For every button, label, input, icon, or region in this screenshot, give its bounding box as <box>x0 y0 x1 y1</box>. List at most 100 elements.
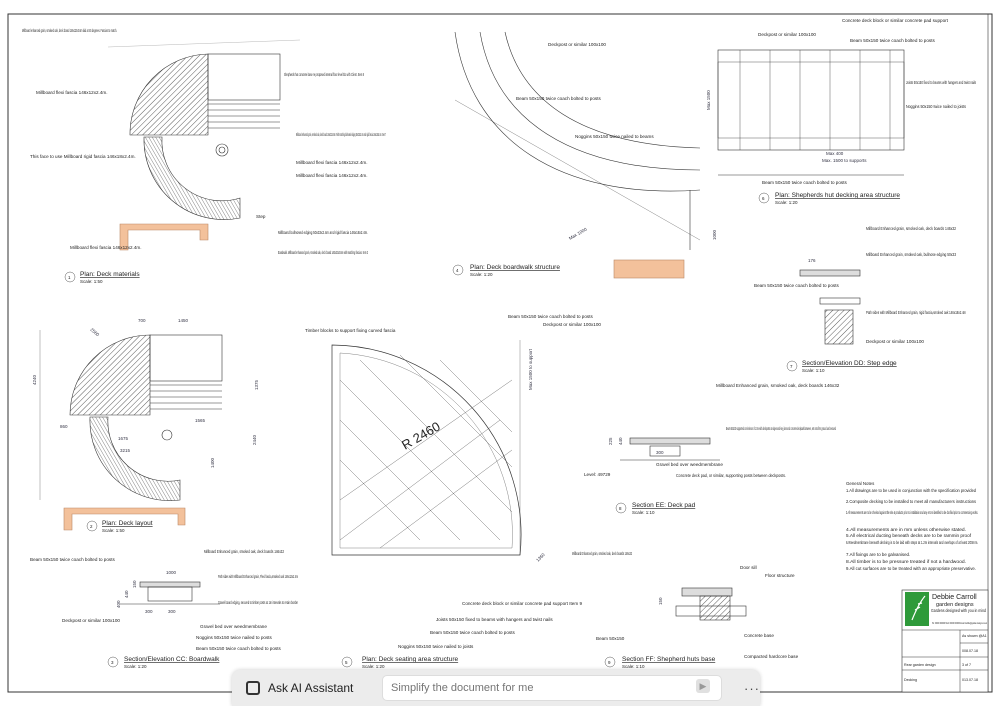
svg-text:Scale: 1:50: Scale: 1:50 <box>102 528 125 533</box>
svg-text:Max 1500 to support: Max 1500 to support <box>528 348 533 390</box>
send-icon[interactable]: ▶ <box>696 679 710 693</box>
svg-text:Plan: Deck layout: Plan: Deck layout <box>102 520 153 527</box>
svg-text:Beam 50x150: Beam 50x150 <box>596 636 625 641</box>
drawing-step-edge <box>799 269 861 345</box>
svg-text:Noggins 50x150 twice nailed to: Noggins 50x150 twice nailed to joists <box>906 104 967 109</box>
more-options-button[interactable]: ··· <box>744 680 760 696</box>
drawing-shepherds-hut-structure <box>717 49 905 176</box>
svg-text:860: 860 <box>60 424 68 429</box>
svg-text:Tel: 00000 000000 Mob: 00000: Tel: 00000 000000 Mob: 00000 000000 Emai… <box>932 621 987 625</box>
svg-text:Gravel bed over weedmembrane: Gravel bed over weedmembrane <box>656 462 723 467</box>
svg-text:150: 150 <box>132 580 137 588</box>
svg-text:Shepherds hut concrete base re: Shepherds hut concrete base re proposed … <box>284 72 364 77</box>
svg-text:Joists 50x150 fixed to beams w: Joists 50x150 fixed to beams with hanger… <box>906 80 976 85</box>
svg-text:2440: 2440 <box>252 434 257 445</box>
svg-text:Deckpost or similar 100x100: Deckpost or similar 100x100 <box>62 618 120 623</box>
svg-text:1565: 1565 <box>195 418 206 423</box>
svg-text:Millboard Enhanced grain, smok: Millboard Enhanced grain, smoked oak, bu… <box>866 252 956 257</box>
svg-text:Scale: 1:50: Scale: 1:50 <box>80 279 103 284</box>
svg-text:300: 300 <box>145 609 153 614</box>
svg-text:Millboard enhanced grain, smok: Millboard enhanced grain, smoked oak, de… <box>22 28 117 33</box>
svg-text:Millboard Enhanced grain, smok: Millboard Enhanced grain, smoked oak, de… <box>572 551 632 556</box>
svg-text:Millboard enhanced grain, smok: Millboard enhanced grain, smoked oak, de… <box>296 132 386 137</box>
svg-text:Scale: 1:10: Scale: 1:10 <box>802 368 825 373</box>
svg-text:Gravel board edging, secured t: Gravel board edging, secured to timber p… <box>218 600 298 605</box>
svg-text:1375: 1375 <box>254 379 259 390</box>
svg-text:Scale: 1:20: Scale: 1:20 <box>362 664 385 669</box>
ai-assistant-bar: Ask AI Assistant ▶ ··· <box>232 670 760 706</box>
svg-text:2: 2 <box>90 524 93 529</box>
svg-text:3 of 7: 3 of 7 <box>962 663 971 667</box>
svg-text:3: 3 <box>111 660 114 665</box>
svg-text:3215: 3215 <box>120 448 131 453</box>
svg-text:Plan: Deck boardwalk structure: Plan: Deck boardwalk structure <box>470 264 560 271</box>
svg-text:Joists 50x150 fixed to beams w: Joists 50x150 fixed to beams with hanger… <box>436 617 553 622</box>
svg-text:6.Weedmembrane beneath decking: 6.Weedmembrane beneath decking is to be … <box>846 540 978 545</box>
svg-text:1000: 1000 <box>712 229 717 240</box>
svg-text:Section/Elevation CC: Boardwal: Section/Elevation CC: Boardwalk <box>124 656 220 663</box>
svg-text:Rear garden design: Rear garden design <box>904 663 936 667</box>
svg-text:225: 225 <box>608 437 613 445</box>
drawing-deck-materials <box>107 39 301 251</box>
drawing-deck-layout <box>39 330 223 531</box>
svg-text:Plan: Deck materials: Plan: Deck materials <box>80 271 140 278</box>
svg-text:Scale: 1:20: Scale: 1:20 <box>775 200 798 205</box>
svg-text:700: 700 <box>138 318 146 323</box>
svg-text:Concrete deck block or similar: Concrete deck block or similar concrete … <box>462 601 582 606</box>
drawing-seating-area-structure <box>331 340 522 556</box>
svg-text:Section EE: Deck pad: Section EE: Deck pad <box>632 502 696 509</box>
svg-text:Scale: 1:10: Scale: 1:10 <box>632 510 655 515</box>
svg-text:7: 7 <box>790 364 793 369</box>
svg-text:Concrete deck block or similar: Concrete deck block or similar concrete … <box>842 18 949 23</box>
svg-text:9.All cut surfaces are to be t: 9.All cut surfaces are to be treated wit… <box>846 566 976 571</box>
svg-text:4.All measurements are in mm u: 4.All measurements are in mm unless othe… <box>846 527 966 532</box>
drawing-shepherd-hut-base <box>675 587 747 621</box>
svg-text:Deckpost or similar 100x100: Deckpost or similar 100x100 <box>758 32 816 37</box>
svg-text:7.All fixings are to be galvan: 7.All fixings are to be galvanised. <box>846 552 910 557</box>
svg-text:3.All measurements are to be c: 3.All measurements are to be checked aga… <box>846 510 978 515</box>
drawing-deck-pad <box>620 437 720 461</box>
svg-text:garden designs: garden designs <box>936 602 974 608</box>
svg-text:Gravel bed over weedmembrane: Gravel bed over weedmembrane <box>200 624 267 629</box>
svg-text:Beam 50x150 twice coach bolted: Beam 50x150 twice coach bolted to posts <box>754 283 839 288</box>
svg-text:Beam 50x150 twice coach bolted: Beam 50x150 twice coach bolted to posts <box>430 630 515 635</box>
svg-text:1675: 1675 <box>118 436 129 441</box>
svg-text:Noggins 50x150 twice nailed to: Noggins 50x150 twice nailed to posts <box>196 635 273 640</box>
svg-text:4240: 4240 <box>32 374 37 385</box>
svg-text:Millboard bullnosed edging 50x: Millboard bullnosed edging 50x33x2.4m an… <box>278 230 368 235</box>
svg-text:Level: 49729: Level: 49729 <box>584 472 611 477</box>
svg-text:400: 400 <box>116 600 121 608</box>
svg-text:008.07.18: 008.07.18 <box>962 649 978 653</box>
annotations: Millboard enhanced grain, smoked oak, de… <box>22 18 976 659</box>
svg-text:Debbie Carroll: Debbie Carroll <box>932 594 977 601</box>
svg-text:Beam 50x150 twice coach bolted: Beam 50x150 twice coach bolted to posts <box>30 557 115 562</box>
svg-text:1400: 1400 <box>210 457 215 468</box>
svg-text:440: 440 <box>124 590 129 598</box>
svg-text:Millboard flexi fascia 146x12x: Millboard flexi fascia 146x12x2.4m. <box>36 90 108 95</box>
svg-text:1360: 1360 <box>535 552 546 563</box>
svg-text:Deckpost or similar 100x100: Deckpost or similar 100x100 <box>866 339 924 344</box>
ai-prompt-input[interactable] <box>382 675 722 701</box>
svg-text:Scale: 1:10: Scale: 1:10 <box>622 664 645 669</box>
svg-text:Floor structure: Floor structure <box>765 573 795 578</box>
svg-text:1.All drawings are to be used: 1.All drawings are to be used in conjunc… <box>846 488 976 493</box>
svg-text:5: 5 <box>345 660 348 665</box>
svg-text:Deckpost or similar 100x100: Deckpost or similar 100x100 <box>543 322 601 327</box>
svg-text:013.07.18: 013.07.18 <box>962 678 978 682</box>
svg-text:Step: Step <box>256 214 266 219</box>
drawing-boardwalk-structure <box>454 31 701 279</box>
ai-assistant-label[interactable]: Ask AI Assistant <box>268 681 354 695</box>
svg-text:1450: 1450 <box>178 318 189 323</box>
svg-text:5.All electrical ducting benea: 5.All electrical ducting beneath decks a… <box>846 533 972 538</box>
svg-text:Deckpost or similar 100x100: Deckpost or similar 100x100 <box>548 42 606 47</box>
svg-text:Concrete base: Concrete base <box>744 633 774 638</box>
svg-text:Max 1500: Max 1500 <box>706 90 711 110</box>
